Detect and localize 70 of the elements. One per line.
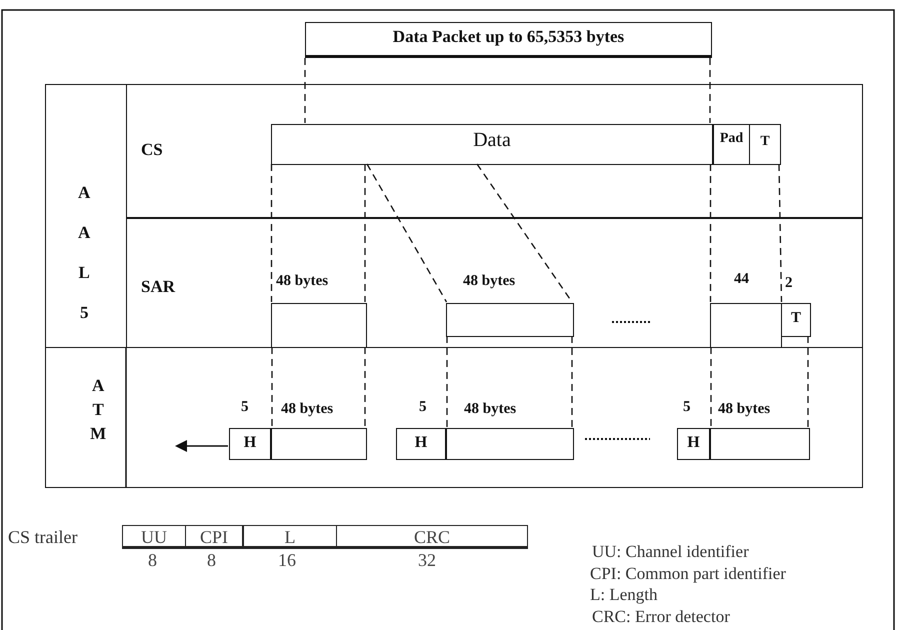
legend-text: CPI: Common part identifier bbox=[590, 564, 786, 584]
size-label: 48 bytes bbox=[281, 401, 334, 418]
field-name: CPI bbox=[198, 527, 229, 548]
projection-line bbox=[270, 164, 272, 302]
legend-text: CRC: Error detector bbox=[592, 607, 730, 627]
trailer-field bbox=[749, 124, 781, 165]
size-label: 44 bbox=[734, 271, 749, 288]
size-label: 8 bbox=[148, 550, 157, 571]
size-label: 2 bbox=[785, 275, 792, 292]
projection-line bbox=[807, 336, 809, 427]
trailer-field bbox=[122, 525, 186, 549]
field-name: UU bbox=[140, 527, 168, 548]
trailer-field bbox=[781, 303, 811, 337]
field-label: T bbox=[790, 310, 802, 327]
segment-box bbox=[710, 428, 810, 460]
layer-name: A T M bbox=[89, 375, 108, 445]
projection-line bbox=[271, 347, 273, 427]
field-label: Data Packet up to 65,5353 bytes bbox=[392, 27, 626, 47]
layer-name: A A L 5 bbox=[77, 182, 92, 324]
projection-line bbox=[778, 164, 782, 302]
field-label: Data bbox=[472, 129, 512, 152]
size-label: 48 bytes bbox=[718, 401, 770, 418]
field-label: H bbox=[414, 434, 428, 452]
layer-name: CS bbox=[141, 140, 163, 160]
projection-line bbox=[710, 164, 712, 302]
pad-field bbox=[713, 124, 750, 165]
field-label: T bbox=[759, 134, 771, 150]
projection-line bbox=[446, 336, 448, 427]
size-label: 48 bytes bbox=[464, 401, 516, 418]
header-field bbox=[677, 428, 710, 460]
projection-line bbox=[364, 164, 366, 302]
field-name: L bbox=[284, 527, 296, 548]
projection-line bbox=[571, 336, 573, 427]
trailer-field bbox=[336, 525, 528, 549]
segment-box bbox=[271, 303, 367, 348]
field-name: CRC bbox=[412, 527, 452, 548]
projection-line bbox=[304, 58, 306, 123]
trailer-field bbox=[243, 525, 337, 549]
segment-box bbox=[710, 303, 782, 348]
header-field bbox=[396, 428, 446, 460]
segment-box bbox=[446, 428, 574, 460]
legend-text: L: Length bbox=[590, 585, 658, 605]
segment-box bbox=[271, 428, 367, 460]
layer-name: SAR bbox=[141, 277, 176, 297]
legend-text: UU: Channel identifier bbox=[592, 542, 749, 562]
trailer-caption: CS trailer bbox=[8, 527, 78, 548]
projection-line bbox=[710, 347, 712, 427]
size-label: 32 bbox=[418, 550, 436, 571]
projection-line bbox=[364, 347, 366, 427]
size-label: 16 bbox=[278, 550, 296, 571]
projection-line bbox=[366, 164, 448, 302]
size-label: 8 bbox=[207, 550, 216, 571]
size-label: 5 bbox=[241, 399, 248, 416]
layer-row bbox=[126, 84, 863, 218]
layer-row bbox=[45, 347, 863, 488]
size-label: 5 bbox=[419, 399, 426, 416]
trailer-field bbox=[185, 525, 243, 549]
header-field bbox=[229, 428, 271, 460]
field-label: H bbox=[242, 434, 258, 452]
field-label: Pad bbox=[718, 131, 744, 147]
segment-box bbox=[446, 303, 574, 337]
data-field bbox=[271, 124, 713, 165]
field-label: H bbox=[686, 434, 701, 452]
layer-cell bbox=[45, 84, 127, 348]
layer-row bbox=[126, 218, 863, 348]
size-label: 48 bytes bbox=[463, 273, 516, 290]
size-label: 5 bbox=[683, 399, 690, 416]
size-label: 48 bytes bbox=[276, 273, 328, 290]
projection-line bbox=[709, 58, 711, 123]
packet-bracket bbox=[305, 22, 712, 58]
